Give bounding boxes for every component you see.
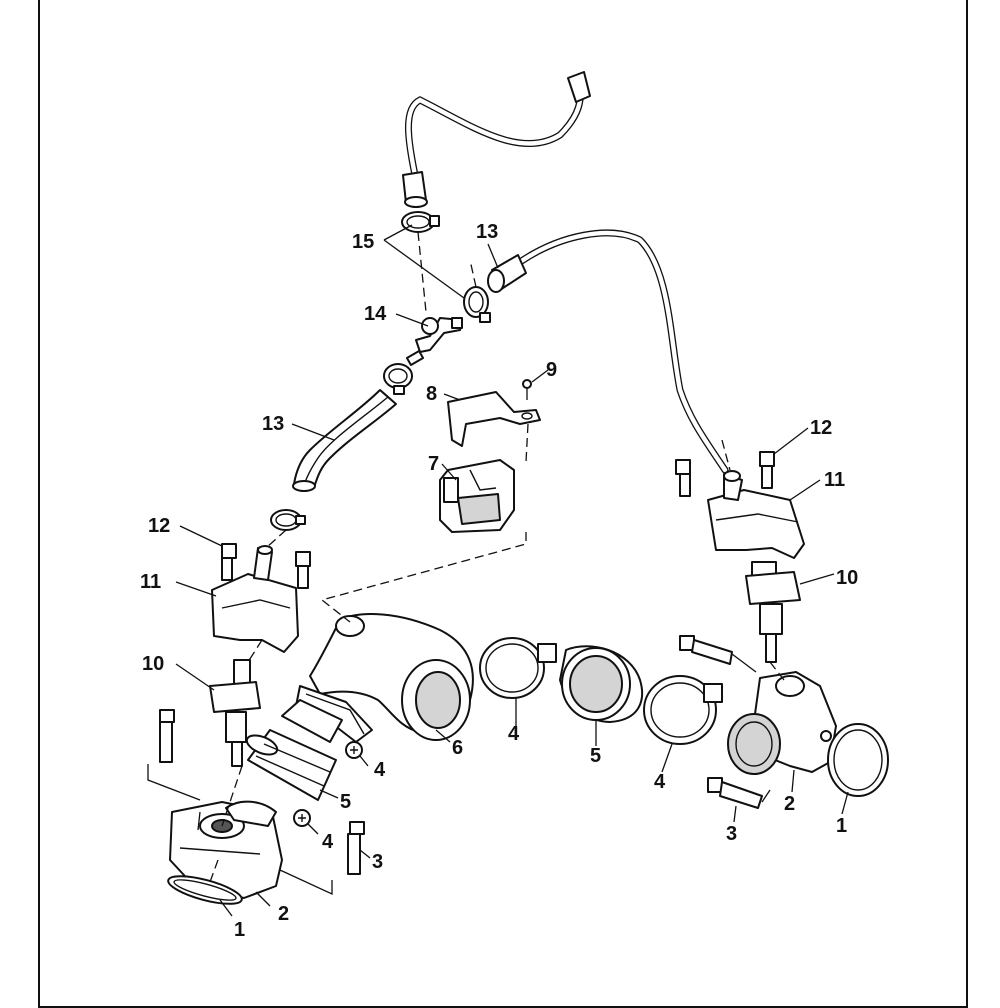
- callout-15: 15: [352, 231, 374, 253]
- callout-leaders: [175, 224, 849, 917]
- callout-12-left: 12: [148, 515, 170, 537]
- o-ring-1-right: [827, 723, 889, 797]
- o-ring-1-left: [167, 875, 243, 905]
- callout-7: 7: [428, 453, 439, 475]
- callout-labels: 15 13 14 9 8 13 7 12 11 12 10 11 10 4 6 …: [140, 221, 858, 941]
- rubber-boot-5-right: [559, 645, 644, 723]
- bolt-3-right-lower: [707, 777, 763, 809]
- callout-14: 14: [364, 303, 387, 325]
- clamp-4-center: [479, 637, 557, 699]
- callout-13-left: 13: [262, 413, 284, 435]
- hose-13-upper: [487, 254, 527, 293]
- hose-clamp-15-upper: [401, 211, 440, 233]
- throttle-body-2-right: [727, 671, 837, 775]
- callout-4-right: 4: [654, 771, 666, 793]
- bolt-3-right-upper: [679, 635, 733, 665]
- callout-11-left: 11: [140, 571, 161, 593]
- bolt-12-right-b: [759, 451, 775, 489]
- callout-10-right: 10: [836, 567, 858, 589]
- callout-12-right: 12: [810, 417, 832, 439]
- bolt-3-left-lower: [347, 821, 365, 875]
- hose-clamp-15-lower: [463, 286, 491, 323]
- callout-5-right: 5: [590, 745, 601, 767]
- callout-3-left: 3: [372, 851, 383, 873]
- callout-13-upper: 13: [476, 221, 498, 243]
- intake-elbow-6: [295, 613, 474, 743]
- bolt-12-left-a: [221, 543, 237, 581]
- bolt-12-left-b: [295, 551, 311, 589]
- callout-4-left-lower: 4: [322, 831, 334, 853]
- clamp-4-right: [643, 675, 723, 745]
- bolt-12-right-a: [675, 459, 691, 497]
- assembly-lines: [147, 231, 785, 896]
- callout-2-left: 2: [278, 903, 289, 925]
- callout-4-center: 4: [508, 723, 520, 745]
- callout-4-left-upper: 4: [374, 759, 386, 781]
- callout-6: 6: [452, 737, 463, 759]
- callout-2-right: 2: [784, 793, 795, 815]
- screw-9: [522, 379, 532, 400]
- callout-1-right: 1: [836, 815, 847, 837]
- hose-clamp-left-lower: [270, 509, 306, 531]
- hose-13-left: [292, 389, 397, 492]
- clamp-4-screw-a: [345, 741, 363, 759]
- callout-1-left: 1: [234, 919, 245, 941]
- bolt-3-left-upper: [159, 709, 175, 763]
- callout-9: 9: [546, 359, 557, 381]
- clamp-4-screw-b: [293, 809, 311, 827]
- upper-hose-sleeve: [402, 171, 428, 208]
- hose-clamp-mid: [383, 363, 413, 395]
- rubber-ring-left: [281, 699, 343, 743]
- callout-5-left: 5: [340, 791, 351, 813]
- right-long-hose: [516, 229, 729, 474]
- t-fitting-14: [405, 317, 463, 366]
- injector-holder-11-right: [707, 470, 805, 559]
- injector-10-left: [209, 659, 261, 767]
- injector-10-right: [745, 561, 801, 663]
- sensor-7: [439, 459, 515, 533]
- callout-8: 8: [426, 383, 437, 405]
- rubber-boot-5-left: [245, 729, 337, 801]
- callout-11-right: 11: [824, 469, 845, 491]
- callout-10-left: 10: [142, 653, 164, 675]
- injector-holder-11-left: [211, 545, 299, 653]
- bracket-8: [447, 391, 541, 447]
- callout-3-right: 3: [726, 823, 737, 845]
- upper-thin-hose: [405, 71, 591, 204]
